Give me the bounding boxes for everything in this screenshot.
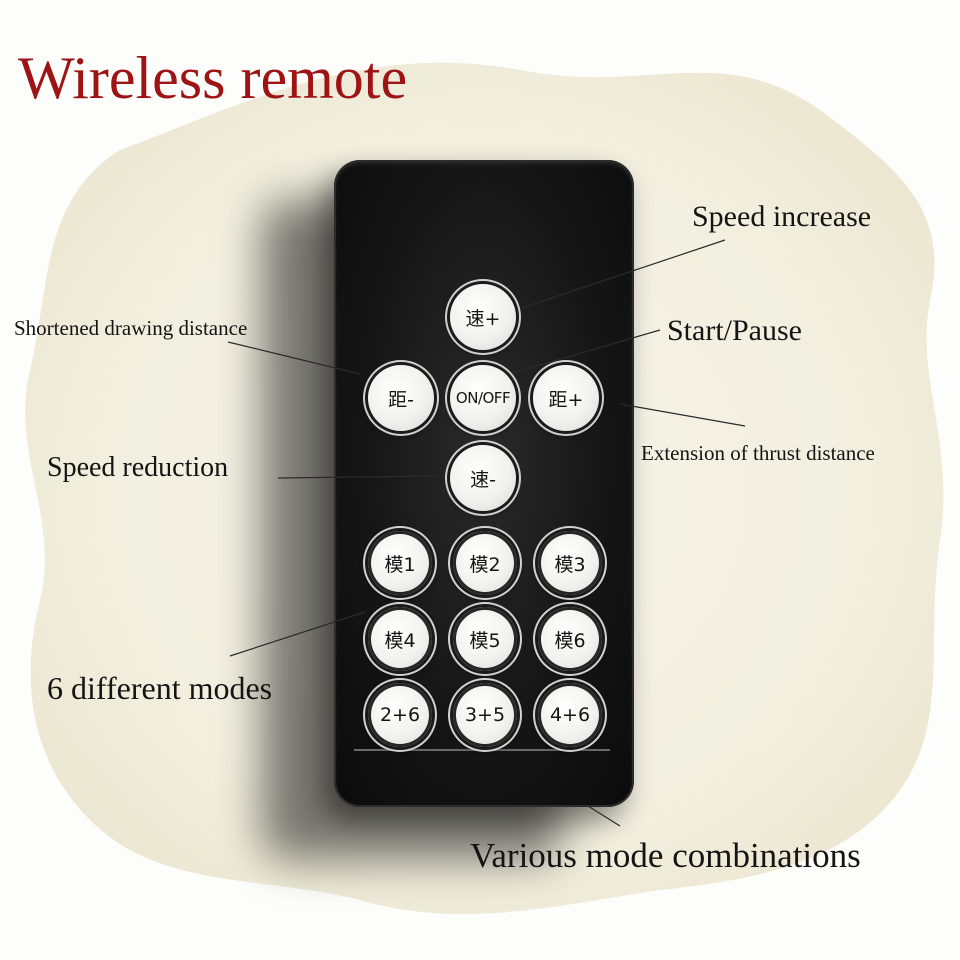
mode-4-button[interactable]: 模4 xyxy=(368,607,432,671)
label-extension-distance: Extension of thrust distance xyxy=(641,441,875,465)
label-shortened-distance: Shortened drawing distance xyxy=(14,316,248,340)
distance-up-button[interactable]: 距+ xyxy=(533,365,599,431)
combo-4-6-button[interactable]: 4+6 xyxy=(538,683,602,747)
remote-divider-line xyxy=(354,749,610,751)
label-mode-combinations: Various mode combinations xyxy=(470,836,861,875)
label-speed-increase: Speed increase xyxy=(692,200,872,233)
page-title: Wireless remote xyxy=(18,45,408,111)
distance-down-button[interactable]: 距- xyxy=(368,365,434,431)
speed-down-button[interactable]: 速- xyxy=(450,445,516,511)
combo-2-6-button[interactable]: 2+6 xyxy=(368,683,432,747)
on-off-button[interactable]: ON/OFF xyxy=(450,365,516,431)
mode-2-button[interactable]: 模2 xyxy=(453,531,517,595)
mode-1-button[interactable]: 模1 xyxy=(368,531,432,595)
label-start-pause: Start/Pause xyxy=(667,314,802,347)
speed-up-button[interactable]: 速+ xyxy=(450,284,516,350)
mode-5-button[interactable]: 模5 xyxy=(453,607,517,671)
mode-3-button[interactable]: 模3 xyxy=(538,531,602,595)
label-speed-reduction: Speed reduction xyxy=(47,452,229,483)
combo-3-5-button[interactable]: 3+5 xyxy=(453,683,517,747)
label-different-modes: 6 different modes xyxy=(47,670,273,706)
mode-6-button[interactable]: 模6 xyxy=(538,607,602,671)
